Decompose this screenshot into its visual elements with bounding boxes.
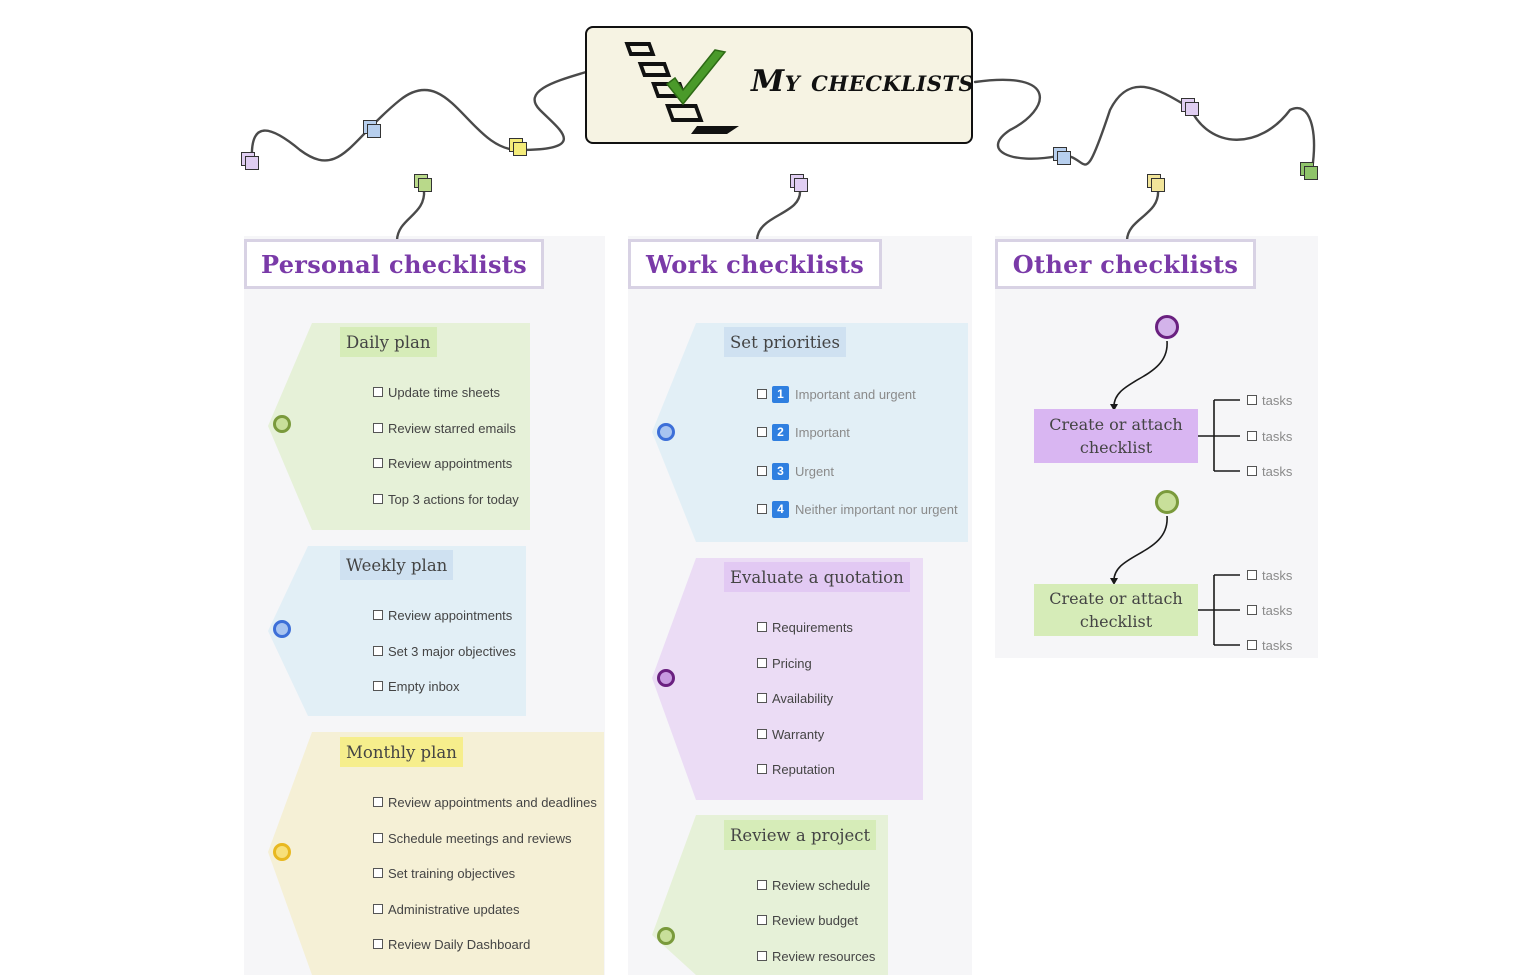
checklist-item[interactable]: Pricing (757, 654, 812, 672)
checkbox-icon[interactable] (373, 458, 383, 468)
checklist-item[interactable]: tasks (1247, 601, 1292, 619)
checkbox-icon[interactable] (1247, 466, 1257, 476)
checkbox-icon[interactable] (373, 646, 383, 656)
connector-square[interactable] (363, 120, 381, 138)
connector-square[interactable] (790, 174, 808, 192)
title-box[interactable]: My checklists (585, 26, 975, 144)
group-node[interactable] (273, 620, 291, 638)
checkbox-icon[interactable] (373, 833, 383, 843)
checklist-item[interactable]: Set 3 major objectives (373, 642, 516, 660)
topic-weekly-plan[interactable]: Weekly plan (340, 550, 454, 580)
checkbox-icon[interactable] (373, 939, 383, 949)
topic-daily-plan[interactable]: Daily plan (340, 327, 437, 357)
checklist-item[interactable]: Review appointments (373, 454, 512, 472)
checklist-item[interactable]: Review starred emails (373, 419, 516, 437)
number-badge-icon: 4 (772, 500, 789, 518)
number-badge-icon: 2 (772, 423, 789, 441)
checklist-item[interactable]: Review schedule (757, 876, 870, 894)
topic-set-priorities[interactable]: Set priorities (724, 327, 846, 357)
checkbox-icon[interactable] (373, 423, 383, 433)
checkbox-icon[interactable] (373, 904, 383, 914)
checkbox-icon[interactable] (373, 494, 383, 504)
connector-square[interactable] (1147, 174, 1165, 192)
topic-review-project[interactable]: Review a project (724, 820, 877, 850)
checkbox-icon[interactable] (373, 797, 383, 807)
checklist-item[interactable]: Reputation (757, 760, 835, 778)
checklist-item[interactable]: tasks (1247, 566, 1292, 584)
checklist-item[interactable]: Requirements (757, 618, 853, 636)
checklist-item[interactable]: Update time sheets (373, 383, 500, 401)
checkbox-icon[interactable] (757, 951, 767, 961)
checklist-item[interactable]: Schedule meetings and reviews (373, 829, 572, 847)
checkbox-icon[interactable] (1247, 431, 1257, 441)
checklist-item[interactable]: Review resources (757, 947, 875, 965)
checkbox-icon[interactable] (757, 389, 767, 399)
checkbox-icon[interactable] (373, 681, 383, 691)
checkbox-icon[interactable] (757, 622, 767, 632)
checkbox-icon[interactable] (757, 658, 767, 668)
group-node[interactable] (1155, 315, 1179, 339)
checklist-item[interactable]: Top 3 actions for today (373, 490, 519, 508)
checklist-item[interactable]: tasks (1247, 462, 1292, 480)
checkbox-icon[interactable] (1247, 395, 1257, 405)
checklist-item[interactable]: Review appointments and deadlines (373, 793, 597, 811)
checkbox-icon[interactable] (373, 387, 383, 397)
connector-square[interactable] (1053, 147, 1071, 165)
checkbox-icon[interactable] (757, 427, 767, 437)
checkbox-icon[interactable] (757, 466, 767, 476)
other-header[interactable]: Other checklists (995, 239, 1256, 289)
topic-monthly-plan[interactable]: Monthly plan (340, 737, 463, 767)
connector-square[interactable] (1300, 162, 1318, 180)
checkbox-icon[interactable] (757, 764, 767, 774)
topic-create-attach-checklist[interactable]: Create or attach checklist (1034, 584, 1198, 636)
checklist-item[interactable]: Review Daily Dashboard (373, 935, 530, 953)
checkbox-icon[interactable] (757, 880, 767, 890)
group-node[interactable] (657, 423, 675, 441)
checklist-item[interactable]: Review appointments (373, 606, 512, 624)
checklist-item[interactable]: Availability (757, 689, 833, 707)
group-node[interactable] (273, 843, 291, 861)
checklist-item[interactable]: Set training objectives (373, 864, 515, 882)
checkbox-icon[interactable] (757, 915, 767, 925)
number-badge-icon: 1 (772, 385, 789, 403)
topic-create-attach-checklist[interactable]: Create or attach checklist (1034, 409, 1198, 463)
checklist-icon (624, 42, 739, 134)
group-node[interactable] (657, 669, 675, 687)
checkbox-icon[interactable] (1247, 605, 1257, 615)
group-node[interactable] (657, 927, 675, 945)
checklist-item[interactable]: tasks (1247, 391, 1292, 409)
checkbox-icon[interactable] (757, 693, 767, 703)
connector-square[interactable] (509, 138, 527, 156)
checklist-item[interactable]: Review budget (757, 911, 858, 929)
checklist-item[interactable]: Administrative updates (373, 900, 520, 918)
connector-square[interactable] (241, 152, 259, 170)
checkbox-icon[interactable] (1247, 640, 1257, 650)
checkbox-icon[interactable] (373, 610, 383, 620)
checklist-item[interactable]: tasks (1247, 636, 1292, 654)
connector-square[interactable] (414, 174, 432, 192)
group-node[interactable] (273, 415, 291, 433)
topic-evaluate-quotation[interactable]: Evaluate a quotation (724, 562, 910, 592)
connector-square[interactable] (1181, 98, 1199, 116)
checklist-item[interactable]: tasks (1247, 427, 1292, 445)
group-node[interactable] (1155, 490, 1179, 514)
checkbox-icon[interactable] (757, 729, 767, 739)
work-header[interactable]: Work checklists (628, 239, 882, 289)
checklist-item[interactable]: Warranty (757, 725, 824, 743)
number-badge-icon: 3 (772, 462, 789, 480)
checkbox-icon[interactable] (373, 868, 383, 878)
group-background (652, 323, 968, 542)
checklist-item[interactable]: Empty inbox (373, 677, 460, 695)
checkbox-icon[interactable] (757, 504, 767, 514)
page-title: My checklists (751, 64, 975, 99)
personal-header[interactable]: Personal checklists (244, 239, 544, 289)
checkbox-icon[interactable] (1247, 570, 1257, 580)
